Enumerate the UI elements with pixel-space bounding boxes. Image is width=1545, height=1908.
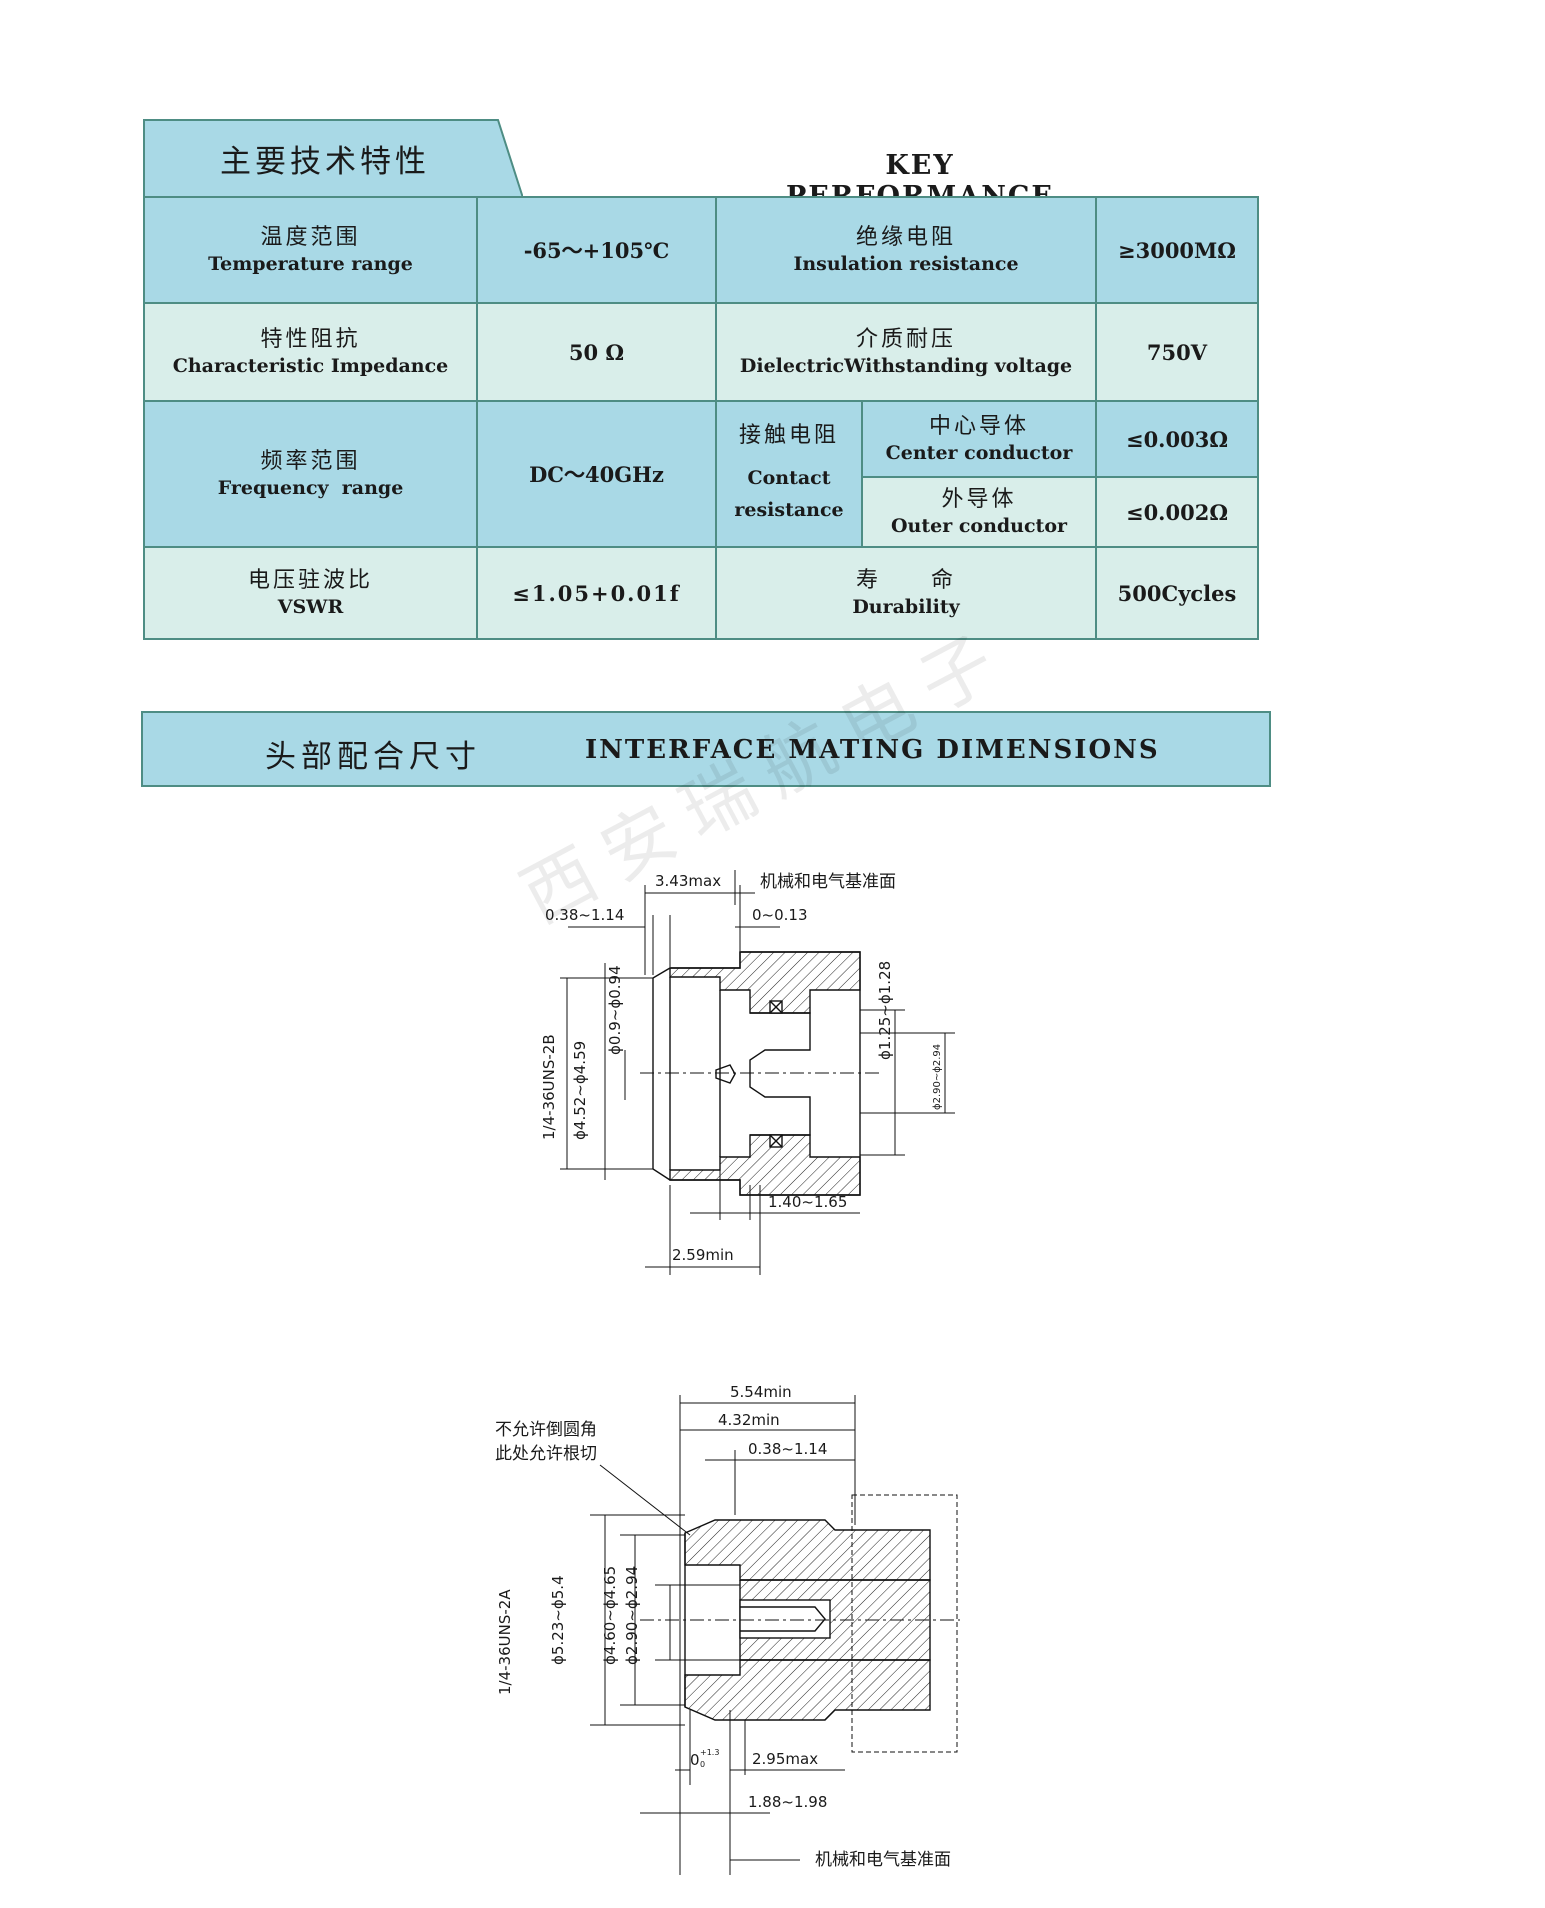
vswr-value: ≤1.05+0.01f: [512, 580, 681, 606]
dim-zero-sup: +1.3: [700, 1748, 719, 1757]
insulation-label-en: Insulation resistance: [793, 253, 1019, 275]
center-conductor-value-cell: ≤0.003Ω: [1097, 402, 1257, 478]
dim-thread-2a: 1/4-36UNS-2A: [496, 1589, 514, 1695]
dim-554: 5.54min: [730, 1383, 792, 1401]
male-ref-plane-label: 机械和电气基准面: [815, 1850, 951, 1870]
outer-conductor-value-cell: ≤0.002Ω: [1097, 478, 1257, 548]
impedance-label-cn: 特性阻抗: [260, 327, 361, 352]
temperature-label-cell: 温度范围 Temperature range: [145, 198, 478, 304]
dim-zero-sub: 0: [700, 1760, 705, 1769]
vswr-label-cell: 电压驻波比 VSWR: [145, 548, 478, 638]
dim-zero: 0: [690, 1751, 700, 1769]
durability-value: 500Cycles: [1117, 580, 1237, 606]
dim-343: 3.43max: [655, 872, 721, 890]
frequency-value-cell: DC～40GHz: [478, 402, 717, 548]
insulation-label-cn: 绝缘电阻: [855, 225, 956, 250]
dim-294: ϕ2.90~ϕ2.94: [932, 1044, 943, 1110]
temperature-label-en: Temperature range: [208, 253, 413, 275]
impedance-value: 50 Ω: [568, 339, 625, 365]
note-no-fillet: 不允许倒圆角: [495, 1420, 597, 1440]
outer-conductor-value: ≤0.002Ω: [1125, 499, 1229, 525]
note-undercut: 此处允许根切: [495, 1444, 597, 1464]
dim-038: 0.38~1.14: [545, 906, 624, 924]
dielectric-value-cell: 750V: [1097, 304, 1257, 402]
insulation-value-cell: ≥3000MΩ: [1097, 198, 1257, 304]
contact-label-cn: 接触电阻: [738, 423, 839, 448]
outer-conductor-cn: 外导体: [941, 487, 1017, 512]
contact-label-en-1: Contact: [747, 467, 831, 489]
vswr-label-en: VSWR: [277, 596, 344, 618]
frequency-label-cell: 频率范围 Frequency range: [145, 402, 478, 548]
dielectric-label-en: DielectricWithstanding voltage: [739, 355, 1073, 377]
dim-465: ϕ4.60~ϕ4.65: [601, 1566, 619, 1665]
durability-label-en: Durability: [852, 596, 960, 618]
female-ref-plane-label: 机械和电气基准面: [760, 872, 896, 892]
durability-label-cn: 寿 命: [855, 568, 956, 593]
dim-094: ϕ0.9~ϕ0.94: [606, 965, 624, 1055]
dim-295: 2.95max: [752, 1750, 818, 1768]
female-interface-drawing: 3.43max 机械和电气基准面 0.38~1.14 0~0.13 ϕ0.9~ϕ…: [540, 870, 955, 1275]
dielectric-value: 750V: [1146, 339, 1208, 365]
dim-128: ϕ1.25~ϕ1.28: [876, 961, 894, 1060]
frequency-label-cn: 频率范围: [260, 449, 361, 474]
interface-title-en: INTERFACE MATING DIMENSIONS: [585, 735, 1160, 765]
temperature-value: -65～+105℃: [523, 238, 670, 263]
performance-table: 温度范围 Temperature range -65～+105℃ 绝缘电阻 In…: [143, 196, 1259, 640]
interface-title-cn: 头部配合尺寸: [265, 739, 481, 775]
insulation-value: ≥3000MΩ: [1118, 237, 1236, 263]
dim-294-male: ϕ2.90~ϕ2.94: [623, 1566, 641, 1665]
durability-label-cell: 寿 命 Durability: [717, 548, 1097, 638]
insulation-label-cell: 绝缘电阻 Insulation resistance: [717, 198, 1097, 304]
dim-188: 1.88~1.98: [748, 1793, 827, 1811]
center-conductor-value: ≤0.003Ω: [1125, 426, 1229, 452]
dim-038-male: 0.38~1.14: [748, 1440, 827, 1458]
dim-432: 4.32min: [718, 1411, 780, 1429]
frequency-value: DC～40GHz: [529, 462, 664, 487]
dim-thread-2b: 1/4-36UNS-2B: [540, 1034, 558, 1140]
dim-259: 2.59min: [672, 1246, 734, 1264]
dielectric-label-cell: 介质耐压 DielectricWithstanding voltage: [717, 304, 1097, 402]
center-conductor-cn: 中心导体: [928, 414, 1029, 439]
dim-013: 0~0.13: [752, 906, 808, 924]
center-conductor-en: Center conductor: [885, 442, 1073, 464]
durability-value-cell: 500Cycles: [1097, 548, 1257, 638]
contact-label-en-2: resistance: [734, 499, 844, 521]
impedance-value-cell: 50 Ω: [478, 304, 717, 402]
interface-dimensions-bar: 头部配合尺寸 INTERFACE MATING DIMENSIONS: [141, 711, 1271, 787]
outer-conductor-en: Outer conductor: [890, 515, 1068, 537]
impedance-label-en: Characteristic Impedance: [172, 355, 449, 377]
vswr-value-cell: ≤1.05+0.01f: [478, 548, 717, 638]
key-performance-title-cn: 主要技术特性: [220, 144, 430, 180]
impedance-label-cell: 特性阻抗 Characteristic Impedance: [145, 304, 478, 402]
key-performance-tab: [143, 119, 523, 199]
dim-140: 1.40~1.65: [768, 1193, 847, 1211]
frequency-label-en: Frequency range: [217, 477, 404, 499]
temperature-label-cn: 温度范围: [260, 225, 361, 250]
outer-conductor-cell: 外导体 Outer conductor: [863, 478, 1097, 548]
dim-459: ϕ4.52~ϕ4.59: [571, 1041, 589, 1140]
dim-54: ϕ5.23~ϕ5.4: [549, 1575, 567, 1665]
contact-label-cell: 接触电阻 Contact resistance: [717, 402, 863, 548]
vswr-label-cn: 电压驻波比: [247, 568, 373, 593]
temperature-value-cell: -65～+105℃: [478, 198, 717, 304]
center-conductor-cell: 中心导体 Center conductor: [863, 402, 1097, 478]
male-interface-drawing: 5.54min 4.32min 0.38~1.14 不允许倒圆角 此处允许根切 …: [495, 1383, 960, 1875]
dielectric-label-cn: 介质耐压: [855, 327, 956, 352]
